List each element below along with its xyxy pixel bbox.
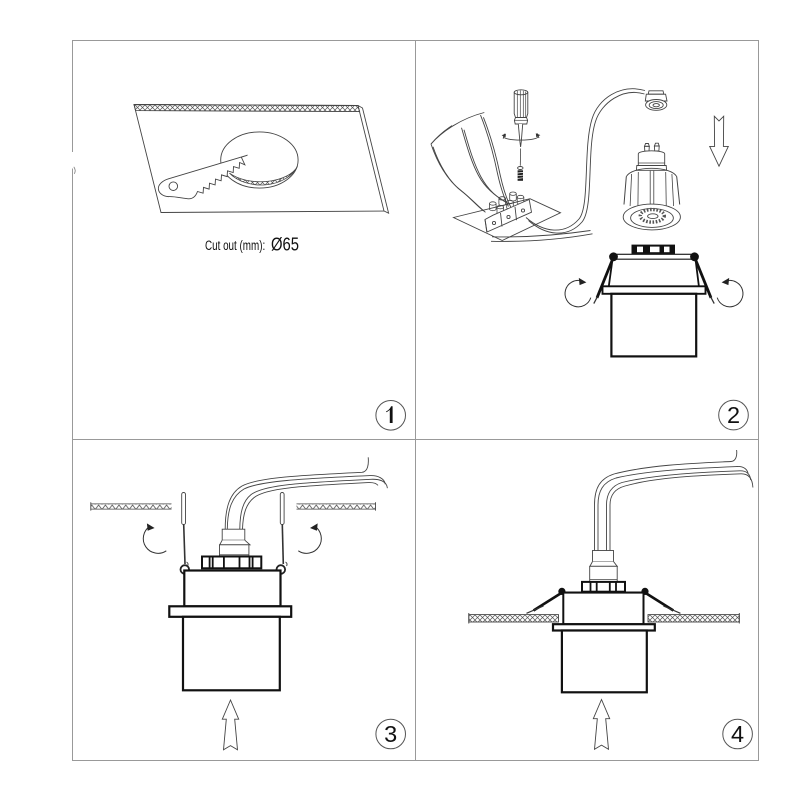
svg-text:2: 2 xyxy=(727,402,740,428)
svg-text:4: 4 xyxy=(731,721,744,747)
svg-text:Cut out (mm):: Cut out (mm): xyxy=(205,237,265,253)
svg-text:Ø65: Ø65 xyxy=(271,234,299,255)
svg-text:3: 3 xyxy=(384,721,397,747)
